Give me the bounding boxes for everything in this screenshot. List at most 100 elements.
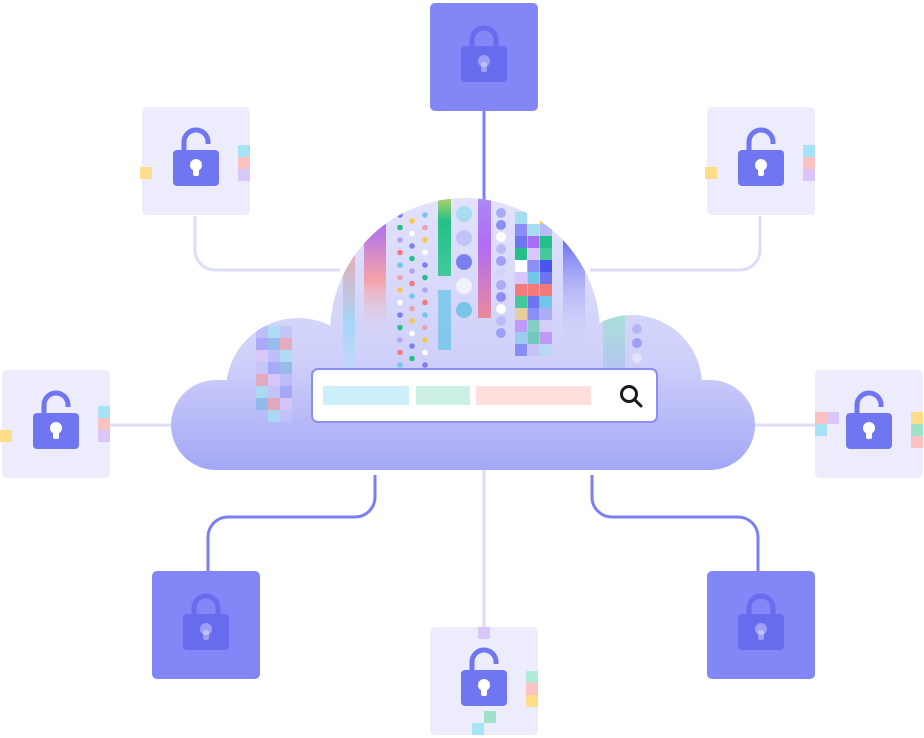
data-dot bbox=[456, 206, 472, 222]
data-cell bbox=[515, 284, 527, 296]
data-dot bbox=[397, 249, 403, 256]
data-dot bbox=[632, 324, 642, 334]
data-dot bbox=[422, 212, 428, 218]
data-cell bbox=[540, 284, 552, 296]
data-tag bbox=[238, 169, 250, 181]
data-dot bbox=[456, 302, 472, 318]
data-dot bbox=[422, 274, 428, 281]
lock-box-top-right bbox=[705, 107, 815, 215]
connector-top-left bbox=[193, 216, 340, 272]
data-dot bbox=[409, 255, 415, 262]
data-cell bbox=[540, 344, 552, 356]
search-bar[interactable] bbox=[311, 368, 658, 423]
data-tag bbox=[815, 412, 827, 424]
data-tag bbox=[705, 167, 717, 179]
lock-box-left bbox=[0, 370, 110, 478]
data-cell bbox=[540, 272, 552, 284]
data-dot bbox=[397, 224, 403, 231]
data-tag bbox=[472, 723, 484, 735]
connectors bbox=[110, 111, 815, 628]
data-cell bbox=[527, 236, 540, 248]
data-dot bbox=[456, 254, 472, 270]
data-tag bbox=[98, 418, 110, 430]
data-cell bbox=[280, 374, 292, 386]
data-cell bbox=[256, 350, 268, 362]
data-cell bbox=[256, 386, 268, 398]
data-dot bbox=[632, 338, 642, 348]
data-tag bbox=[803, 157, 815, 169]
data-dot bbox=[422, 224, 428, 231]
data-cell bbox=[515, 212, 527, 224]
data-cell bbox=[527, 320, 540, 332]
data-cell bbox=[515, 260, 527, 272]
data-cell bbox=[515, 332, 527, 344]
data-dot bbox=[397, 274, 403, 281]
data-cell bbox=[540, 212, 552, 224]
search-token-cyan bbox=[323, 386, 409, 405]
data-dot bbox=[496, 268, 506, 278]
data-dot bbox=[409, 343, 415, 349]
data-dot bbox=[397, 349, 403, 356]
data-dot bbox=[409, 268, 415, 274]
search-icon[interactable] bbox=[620, 385, 643, 408]
data-cell bbox=[527, 248, 540, 260]
data-dot bbox=[422, 249, 428, 256]
data-dot bbox=[496, 256, 506, 266]
data-dot bbox=[409, 230, 415, 237]
data-cell bbox=[515, 224, 527, 236]
data-dot bbox=[397, 362, 403, 368]
data-cell bbox=[268, 338, 280, 350]
data-dot bbox=[409, 318, 415, 324]
data-columns bbox=[256, 198, 642, 422]
data-tag bbox=[803, 145, 815, 157]
data-dot bbox=[397, 324, 403, 331]
data-cell bbox=[540, 332, 552, 344]
data-cell bbox=[268, 410, 280, 422]
data-tag bbox=[803, 169, 815, 181]
data-cell bbox=[515, 296, 527, 308]
data-cell bbox=[268, 362, 280, 374]
data-dot bbox=[496, 244, 506, 254]
data-tag bbox=[484, 711, 496, 723]
search-token-pink bbox=[476, 386, 591, 405]
data-dot bbox=[409, 280, 415, 287]
data-tag bbox=[0, 430, 12, 442]
lock-box-top bbox=[430, 3, 538, 111]
data-dot bbox=[496, 292, 506, 302]
data-dot bbox=[456, 278, 472, 294]
data-dot bbox=[409, 355, 415, 362]
data-cell bbox=[527, 308, 540, 320]
lock-box-bottom-right bbox=[707, 571, 815, 679]
data-dot bbox=[456, 230, 472, 246]
data-dot bbox=[397, 287, 403, 293]
data-dot bbox=[422, 287, 428, 293]
data-dot bbox=[397, 237, 403, 243]
data-cell bbox=[515, 272, 527, 284]
data-cell bbox=[515, 248, 527, 260]
data-dot bbox=[409, 305, 415, 312]
data-dot bbox=[632, 353, 642, 363]
data-cell bbox=[527, 332, 540, 344]
data-tag bbox=[815, 424, 827, 436]
data-cell bbox=[515, 320, 527, 332]
data-cell bbox=[256, 374, 268, 386]
data-tag bbox=[911, 412, 923, 424]
data-cell bbox=[540, 296, 552, 308]
data-dot bbox=[409, 293, 415, 299]
data-cell bbox=[256, 338, 268, 350]
data-cell bbox=[527, 212, 540, 224]
data-tag bbox=[98, 430, 110, 442]
data-cell bbox=[268, 398, 280, 410]
data-cell bbox=[280, 350, 292, 362]
data-cell bbox=[268, 350, 280, 362]
data-dot bbox=[409, 243, 415, 249]
data-cell bbox=[540, 248, 552, 260]
data-cell bbox=[256, 398, 268, 410]
data-dot bbox=[422, 362, 428, 368]
data-cell bbox=[280, 398, 292, 410]
data-dot bbox=[422, 237, 428, 243]
data-cell bbox=[280, 338, 292, 350]
data-dot bbox=[397, 212, 403, 218]
data-cell bbox=[256, 326, 268, 338]
data-tag bbox=[827, 412, 839, 424]
